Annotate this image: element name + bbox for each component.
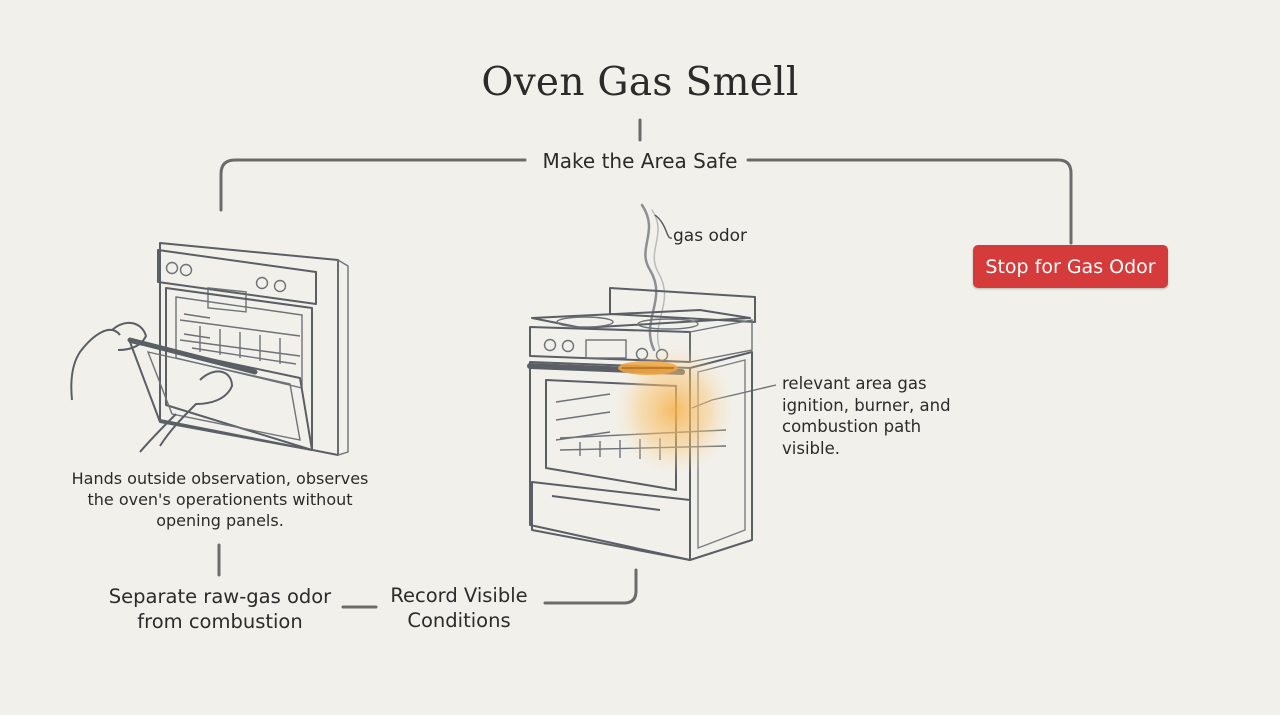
page-title: Oven Gas Smell [481, 60, 799, 105]
annotation-gas-odor: gas odor [673, 226, 748, 246]
node-record-conditions: Record Visible Conditions [390, 584, 528, 632]
wall-oven-illustration [70, 242, 349, 456]
gas-odor-wisp [640, 203, 673, 352]
annotation-relevant-area: relevant area gas ignition, burner, and … [782, 374, 951, 458]
node-separate-odor: Separate raw-gas odor from combustion [108, 585, 332, 633]
stop-for-gas-odor-button[interactable]: Stop for Gas Odor [973, 245, 1168, 288]
annotation-hands-outside: Hands outside observation, observes the … [71, 469, 369, 530]
range-oven-illustration [527, 287, 756, 561]
node-make-area-safe: Make the Area Safe [542, 149, 738, 173]
